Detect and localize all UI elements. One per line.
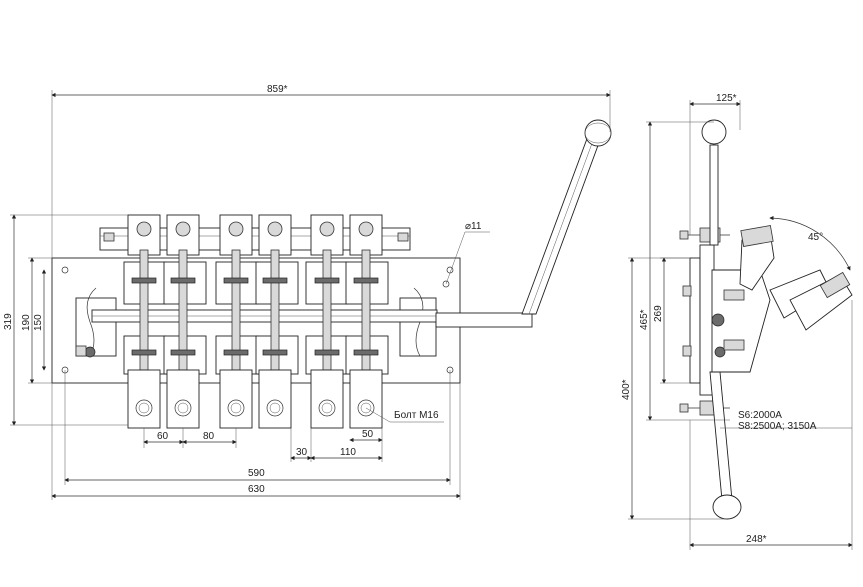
dim-side-top: 125* [716, 93, 737, 104]
dim-width-590: 590 [248, 468, 265, 479]
dim-side-400: 400* [621, 379, 632, 400]
dim-height-319: 319 [3, 313, 14, 330]
dim-overall-width: 859* [267, 84, 288, 95]
dim-height-190: 190 [21, 314, 32, 331]
dim-hole-diameter: ⌀11 [465, 221, 482, 232]
dim-side-angle: 45° [808, 232, 823, 243]
label-rating-s8: S8:2500A; 3150A [738, 421, 817, 432]
dim-side-bottom: 248* [746, 534, 767, 545]
dim-height-150: 150 [33, 314, 44, 331]
dim-pitch-80: 80 [203, 431, 215, 442]
dim-pitch-30: 30 [296, 447, 308, 458]
bottom-terminals [127, 369, 383, 429]
dim-side-465: 465* [639, 309, 650, 330]
side-view: 125* 45° 465* 269 400* 248* S6:2000A S8:… [621, 93, 853, 550]
operating-handle [435, 119, 612, 328]
dim-pitch-110: 110 [340, 447, 356, 458]
side-base-plate [689, 257, 701, 384]
dim-pitch-60: 60 [157, 431, 169, 442]
dim-width-630: 630 [248, 484, 265, 495]
front-view: 859* 319 190 150 60 80 30 110 50 590 630… [3, 84, 612, 500]
label-rating-s6: S6:2000A [738, 410, 782, 421]
label-bolt: Болт М16 [394, 410, 439, 421]
dim-pitch-50: 50 [362, 429, 374, 440]
top-terminals [127, 214, 383, 256]
dim-side-269: 269 [653, 305, 664, 322]
